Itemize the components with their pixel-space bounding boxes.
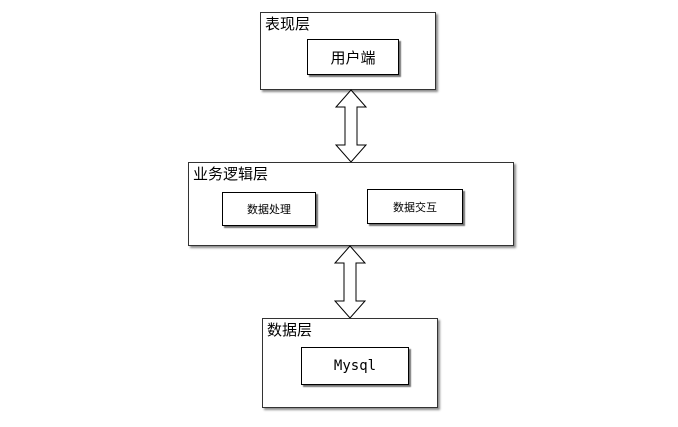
presentation-layer: 表现层 用户端	[260, 12, 436, 90]
data-layer-title: 数据层	[267, 321, 313, 339]
business-logic-layer: 业务逻辑层 数据处理 数据交互	[188, 162, 514, 246]
data-interaction-component: 数据交互	[367, 189, 463, 224]
presentation-logic-double-arrow	[334, 89, 368, 163]
client-component: 用户端	[307, 39, 399, 75]
data-layer: 数据层 Mysql	[262, 318, 438, 408]
mysql-component: Mysql	[301, 347, 409, 385]
data-processing-component: 数据处理	[222, 192, 316, 226]
presentation-layer-title: 表现层	[265, 15, 311, 33]
logic-data-double-arrow	[333, 245, 367, 319]
business-logic-layer-title: 业务逻辑层	[193, 165, 269, 183]
